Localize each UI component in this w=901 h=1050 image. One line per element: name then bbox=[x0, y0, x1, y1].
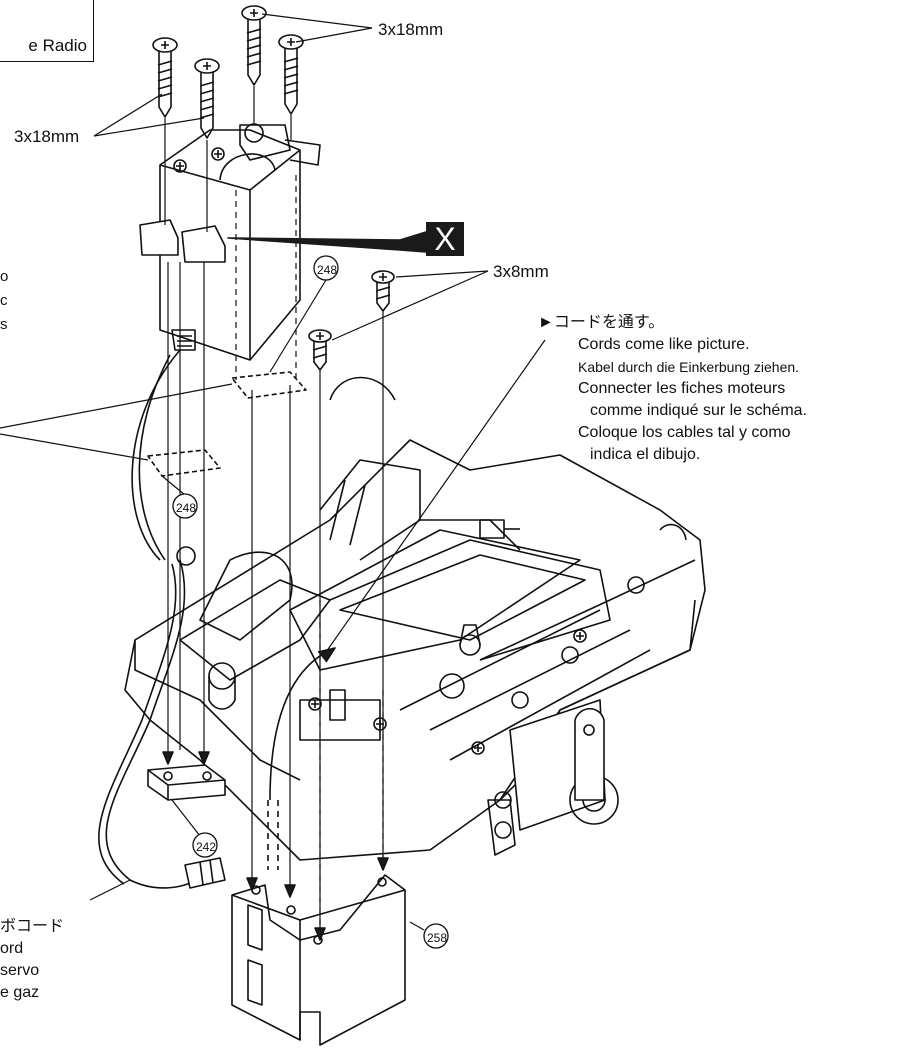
note-es-1: Coloque los cables tal y como bbox=[578, 424, 791, 441]
servo-note-en: ord bbox=[0, 940, 24, 957]
servo-note-fr-2: e gaz bbox=[0, 984, 40, 1001]
servo-cord bbox=[98, 349, 226, 889]
screw-label-3x18-left: 3x18mm bbox=[14, 127, 80, 146]
leader-lines bbox=[0, 13, 546, 931]
servo-note-fr: servo bbox=[0, 962, 40, 979]
part-number-248-bottom: 248 bbox=[176, 501, 197, 515]
spacer-248-pads bbox=[147, 371, 307, 477]
part-number-circles bbox=[172, 255, 449, 949]
note-de: Kabel durch die Einkerbung ziehen. bbox=[578, 359, 800, 375]
cord-routing-arrow bbox=[269, 649, 331, 801]
throttle-servo bbox=[487, 699, 619, 856]
edge-fragment-2: c bbox=[0, 292, 8, 309]
part-number-248-top: 248 bbox=[317, 263, 338, 277]
part-number-258: 258 bbox=[427, 931, 448, 945]
note-en: Cords come like picture. bbox=[578, 336, 750, 353]
servo-block-258 bbox=[231, 874, 406, 1046]
servo-note-jp: ボコード bbox=[0, 918, 65, 935]
screw-label-3x8: 3x8mm bbox=[493, 262, 549, 281]
guide-arrowheads bbox=[162, 751, 389, 941]
edge-fragment-1: o bbox=[0, 268, 8, 285]
note-jp: ►コードを通す。 bbox=[538, 314, 665, 331]
edge-fragment-3: s bbox=[0, 316, 8, 333]
screws bbox=[152, 5, 587, 755]
callout-badge-x: X bbox=[426, 222, 464, 256]
note-fr-2: comme indiqué sur le schéma. bbox=[590, 402, 807, 419]
chassis-frame bbox=[124, 376, 706, 861]
part-number-242: 242 bbox=[196, 840, 217, 854]
screw-label-3x18-right: 3x18mm bbox=[378, 20, 444, 39]
radio-label-box: e Radio bbox=[0, 0, 94, 62]
note-fr-1: Connecter les fiches moteurs bbox=[578, 380, 786, 397]
servo-unit bbox=[139, 123, 321, 361]
cord-routing-note: ►コードを通す。 Cords come like picture. Kabel … bbox=[538, 312, 807, 466]
assembly-guide-lines bbox=[164, 86, 384, 930]
radio-label: e Radio bbox=[28, 36, 87, 55]
servo-cord-note: ボコード ord servo e gaz bbox=[0, 916, 64, 1004]
note-es-2: indica el dibujo. bbox=[590, 446, 701, 463]
